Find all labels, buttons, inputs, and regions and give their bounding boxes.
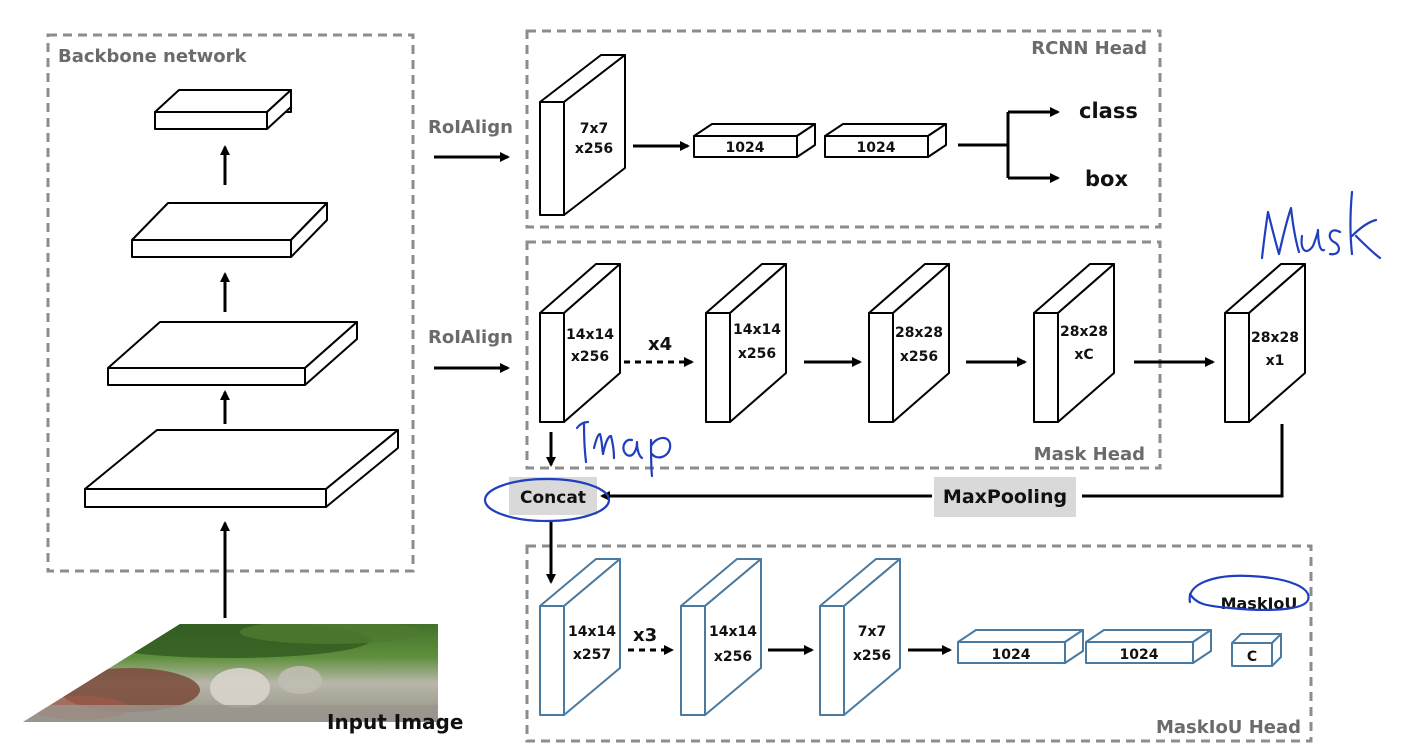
mask-head-title: Mask Head: [1034, 444, 1145, 465]
maskiou-f1-line1: 14x14: [568, 624, 616, 640]
mask-f3-line1: 28x28: [895, 325, 943, 341]
rcnn-feature-line2: x256: [575, 141, 613, 157]
mask-arrows: [546, 357, 1284, 584]
mask-head-frame: Mask Head: [525, 240, 1162, 470]
mask-feature-3: [868, 263, 950, 423]
maskiou-out-label: C: [1247, 649, 1257, 665]
concat-node: Concat: [509, 477, 597, 515]
backbone-level-3: [107, 321, 358, 386]
mask-feature-4: [1033, 263, 1115, 423]
maskiou-head-title: MaskIoU Head: [1156, 717, 1301, 738]
rcnn-feature-7x7: [539, 54, 626, 216]
maskiou-f3-line2: x256: [853, 648, 891, 664]
mask-f3-line2: x256: [900, 349, 938, 365]
rcnn-feature-line1: 7x7: [580, 121, 609, 137]
mask-f2-line1: 14x14: [733, 322, 781, 338]
maskiou-fc-1-label: 1024: [992, 647, 1031, 663]
maskiou-fc-1: [957, 629, 1084, 664]
class-output-label: class: [1079, 99, 1138, 123]
maskiou-f3-line1: 7x7: [858, 624, 887, 640]
backbone-level-1: [154, 89, 292, 130]
maskiou-f2-line2: x256: [714, 649, 752, 665]
input-image-label: Input Image: [327, 710, 463, 734]
maxpooling-node: MaxPooling: [934, 477, 1076, 517]
rcnn-head-title: RCNN Head: [1031, 38, 1147, 59]
maskiou-output: [1231, 633, 1282, 667]
backbone-level-4: [84, 429, 399, 508]
mask-f1-line1: 14x14: [566, 327, 614, 343]
mask-f1-line2: x256: [571, 349, 609, 365]
mask-f4-line1: 28x28: [1060, 324, 1108, 340]
box-output-label: box: [1085, 167, 1128, 191]
rcnn-fc-2-label: 1024: [857, 140, 896, 156]
roialign-top: RoIAlign: [428, 117, 513, 162]
roialign-top-label: RoIAlign: [428, 117, 513, 138]
handwritten-mask-annotation: [1260, 190, 1382, 260]
roialign-mid-label: RoIAlign: [428, 327, 513, 348]
maskiou-feature-3: [819, 558, 901, 716]
backbone-level-2: [131, 202, 328, 258]
concat-circle-annotation: [483, 477, 611, 523]
rcnn-fc-1-label: 1024: [726, 140, 765, 156]
mask-out-line2: x1: [1266, 353, 1285, 369]
maxpooling-label: MaxPooling: [943, 486, 1067, 508]
maskiou-fc-2-label: 1024: [1120, 647, 1159, 663]
mask-output: [1224, 263, 1306, 423]
maskiou-f1-line2: x257: [573, 647, 611, 663]
backbone-title: Backbone network: [58, 46, 248, 67]
rcnn-fc-2: [824, 123, 947, 158]
maskiou-fc-2: [1085, 629, 1212, 664]
rcnn-arrows: [633, 107, 1060, 183]
concat-label: Concat: [520, 488, 586, 508]
maskiou-feature-2: [680, 558, 762, 716]
maskiou-feature-1: [539, 558, 621, 716]
mask-feature-1: [539, 263, 621, 423]
rcnn-head-frame: RCNN Head: [525, 29, 1162, 229]
roialign-mid: RoIAlign: [428, 327, 513, 373]
mask-out-line1: 28x28: [1251, 330, 1299, 346]
mask-f2-line2: x256: [738, 346, 776, 362]
maskiou-head-frame: MaskIoU Head: [525, 544, 1313, 743]
maskiou-f2-line1: 14x14: [709, 624, 757, 640]
rcnn-fc-1: [693, 123, 816, 158]
maskiou-x3-label: x3: [633, 625, 657, 646]
backbone-frame: Backbone network: [46, 33, 415, 573]
handwritten-map-annotation: [575, 420, 672, 478]
mask-x4-label: x4: [648, 334, 672, 355]
maskiou-circle-annotation: [1188, 574, 1310, 612]
mask-feature-2: [705, 263, 787, 423]
mask-f4-line2: xC: [1074, 347, 1093, 363]
input-image: Input Image: [23, 624, 463, 734]
